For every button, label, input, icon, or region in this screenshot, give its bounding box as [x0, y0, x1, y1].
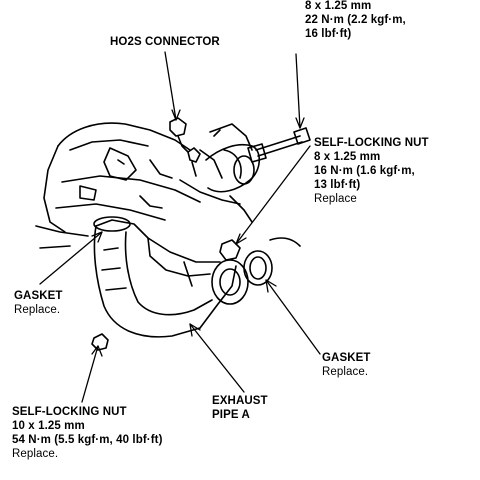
leader-nut-bottom — [81, 345, 99, 403]
leader-gasket-left — [39, 231, 103, 285]
gasket-right-title: GASKET — [322, 352, 371, 364]
nut-bottom-title: SELF-LOCKING NUT — [12, 406, 127, 418]
gasket-right-note: Replace. — [322, 366, 369, 378]
self-locking-nut-bottom-label: SELF-LOCKING NUT 10 x 1.25 mm 54 N·m (5.… — [12, 405, 163, 461]
exhaust-pipe-label: EXHAUST PIPE A — [212, 394, 268, 422]
exhaust-line-1: EXHAUST — [212, 395, 268, 407]
top-bolt-spec: 8 x 1.25 mm 22 N·m (2.2 kgf·m, 16 lbf·ft… — [305, 0, 406, 41]
gasket-right-label: GASKET Replace. — [322, 351, 371, 379]
nut-bottom-note: Replace. — [12, 448, 59, 460]
nut-top-thread: 8 x 1.25 mm — [314, 151, 381, 163]
nut-top-torque-lbf: 13 lbf·ft) — [314, 179, 361, 191]
top-self-locking-nut — [219, 239, 241, 261]
ho2s-sensor — [169, 117, 201, 177]
ho2s-title: HO2S CONNECTOR — [110, 36, 220, 48]
exhaust-pipe-a — [93, 216, 249, 338]
leader-gasket-right — [265, 279, 321, 355]
engine-block — [35, 122, 241, 249]
top-bolt-thread: 8 x 1.25 mm — [305, 0, 372, 12]
nut-top-note: Replace — [314, 193, 357, 205]
ground-strap — [269, 237, 301, 247]
leader-ho2s — [164, 51, 177, 121]
leader-nut-top — [235, 145, 311, 245]
top-bolt-torque: 22 N·m (2.2 kgf·m, — [305, 14, 406, 26]
bottom-self-locking-nut — [91, 333, 109, 351]
top-bolt — [247, 127, 311, 163]
right-gasket-ring — [243, 250, 273, 286]
nut-top-torque: 16 N·m (1.6 kgf·m, — [314, 165, 415, 177]
self-locking-nut-top-label: SELF-LOCKING NUT 8 x 1.25 mm 16 N·m (1.6… — [314, 136, 429, 206]
gasket-left-title: GASKET — [14, 290, 63, 302]
nut-top-title: SELF-LOCKING NUT — [314, 137, 429, 149]
nut-bottom-torque: 54 N·m (5.5 kgf·m, 40 lbf·ft) — [12, 434, 163, 446]
top-bolt-torque-lbf: 16 lbf·ft) — [305, 28, 352, 40]
leader-lines — [39, 51, 321, 403]
leader-top-bolt — [295, 53, 301, 129]
exhaust-line-2: PIPE A — [212, 409, 250, 421]
leader-exhaust — [189, 323, 245, 393]
ho2s-connector-label: HO2S CONNECTOR — [110, 35, 220, 49]
flange-pipe — [205, 123, 261, 223]
nut-bottom-thread: 10 x 1.25 mm — [12, 420, 85, 432]
gasket-left-label: GASKET Replace. — [14, 289, 63, 317]
gasket-left-note: Replace. — [14, 304, 61, 316]
